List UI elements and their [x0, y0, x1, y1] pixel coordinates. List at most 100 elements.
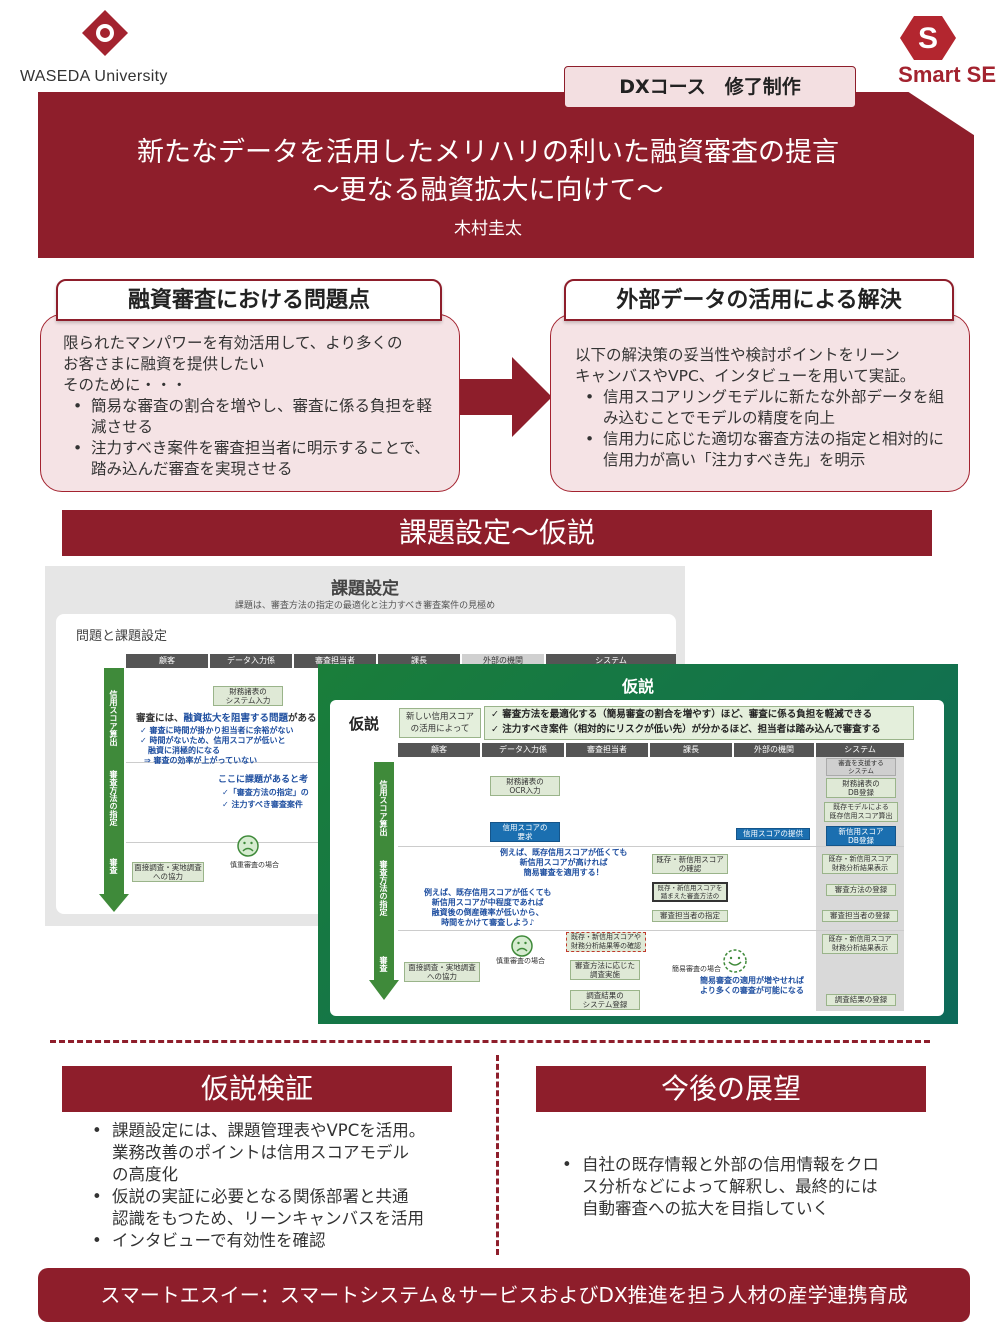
- slide1-lane-arrow: [104, 668, 124, 898]
- slide2-careful-label: 慎重審査の場合: [496, 957, 545, 965]
- solution-heading: 外部データの活用による解決: [564, 279, 954, 321]
- verification-line: インタビューで有効性を確認: [112, 1231, 326, 1250]
- slide2-points: ✓ 審査方法を最適化する（簡易審査の割合を増やす）ほど、審査に係る負担を軽減でき…: [484, 706, 914, 740]
- smartse-emblem-icon: S: [900, 16, 956, 60]
- slide2-col: 課長: [650, 743, 732, 757]
- dashed-divider-horizontal: [50, 1040, 930, 1043]
- verification-line: の高度化: [112, 1165, 178, 1184]
- slide1-subtitle: 課題は、審査方法の指定の最適化と注力すべき審査案件の見極め: [234, 601, 496, 611]
- slide2-box-new-db: 新信用スコア DB登録: [826, 826, 896, 846]
- slide2-box-score-provide: 信用スコアの提供: [736, 828, 810, 840]
- waseda-logo: WASEDA University: [20, 8, 180, 88]
- slide1-careful-label: 慎重審査の場合: [230, 861, 279, 869]
- slide2-box-score-request: 信用スコアの 要求: [490, 822, 560, 842]
- svg-text:S: S: [918, 22, 938, 55]
- slide2-label: 仮説: [349, 715, 380, 733]
- solution-intro-1: 以下の解決策の妥当性や検討ポイントをリーン: [575, 346, 900, 364]
- section-verification: 仮説検証: [62, 1066, 452, 1112]
- slide2-simple-label: 簡易審査の場合: [672, 965, 721, 973]
- solution-intro-2: キャンバスやVPC、インタビューを用いて実証。: [575, 367, 916, 385]
- slide2-grid-line: [398, 930, 904, 931]
- slide2-col: 審査担当者: [566, 743, 648, 757]
- problem-bullet-2: 注力すべき案件を審査担当者に明示することで、踏み込んだ審査を実現させる: [63, 438, 439, 480]
- slide1-task-item: ✓ 注力すべき審査案件: [222, 800, 303, 809]
- slide2-col: 外部の機関: [734, 743, 814, 757]
- slide1-lane-arrow-head-icon: [99, 894, 129, 912]
- verification-line: 業務改善のポイントは信用スコアモデル: [112, 1143, 409, 1162]
- slide2-col: システム: [816, 743, 904, 757]
- slide2-col: データ入力係: [482, 743, 564, 757]
- slide2-lane-arrow-head-icon: [369, 980, 399, 1000]
- section-outlook: 今後の展望: [536, 1066, 926, 1112]
- slide1-issue-item: ✓ 審査に時間が掛かり担当者に余裕がない: [140, 726, 294, 735]
- problem-box: 限られたマンパワーを有効活用して、より多くの お客さまに融資を提供したい そのた…: [40, 314, 460, 492]
- slide1-issue-line: 審査には、融資拡大を阻害する問題がある: [136, 714, 317, 724]
- slide2-note-3: 簡易審査の適用が増やせれば より多くの審査が可能になる: [700, 976, 804, 995]
- problem-list: 簡易な審査の割合を増やし、審査に係る負担を軽減させる 注力すべき案件を審査担当者…: [63, 396, 439, 480]
- title-banner: [38, 92, 974, 258]
- waseda-emblem-icon: [82, 10, 128, 56]
- smartse-name: Smart SE: [898, 62, 996, 87]
- slide1-grid-line: [126, 842, 326, 843]
- verification-item: 仮説の実証に必要となる関係部署と共通 認識をもつため、リーンキャンバスを活用: [90, 1186, 470, 1230]
- worried-face-icon: [237, 835, 259, 857]
- slide2-new-info: 新しい信用スコア の活用によって: [399, 708, 481, 738]
- problem-heading: 融資審査における問題点: [56, 279, 442, 321]
- solution-bullet-2: 信用力に応じた適切な審査方法の指定と相対的に信用力が高い「注力すべき先」を明示: [575, 429, 955, 471]
- slide2-box-result-reg: 調査結果の システム登録: [570, 990, 640, 1010]
- footer-banner: スマートエスイー：スマートシステム＆サービスおよびDX推進を担う人材の産学連携育…: [38, 1268, 970, 1322]
- smartse-logo: S Smart SE: [866, 14, 996, 87]
- problem-intro-1: 限られたマンパワーを有効活用して、より多くの: [63, 334, 403, 352]
- right-arrow-icon: [460, 357, 552, 437]
- course-tag: DXコース 修了制作: [564, 66, 856, 108]
- slide2-box-sys-support: 審査を支援する システム: [826, 758, 896, 776]
- slide2-box-decided: 既存・新信用スコアを 踏まえた審査方法の: [652, 882, 728, 902]
- slide2-box-method-exec: 審査方法に応じた 調査実施: [570, 960, 640, 980]
- slide1-issue-item: ✓ 時間がないため、信用スコアが低いと: [140, 736, 286, 745]
- happy-face-icon: [723, 949, 747, 973]
- slide1-panel-title: 問題と課題設定: [76, 629, 168, 644]
- dashed-divider-vertical: [496, 1055, 499, 1255]
- slide2-lane-arrow: [374, 762, 394, 982]
- outlook-line: 自社の既存情報と外部の信用情報をクロ: [582, 1155, 879, 1174]
- slide1-col: データ入力係: [210, 654, 292, 668]
- outlook-list: 自社の既存情報と外部の信用情報をクロ ス分析などによって解釈し、最終的には 自動…: [560, 1154, 940, 1220]
- problem-intro-2: お客さまに融資を提供したい: [63, 355, 265, 373]
- main-title: 新たなデータを活用したメリハリの利いた融資審査の提言: [137, 137, 839, 168]
- slide2-box-db1: 財務諸表の DB登録: [826, 778, 896, 798]
- problem-bullet-1: 簡易な審査の割合を増やし、審査に係る負担を軽減させる: [63, 396, 439, 438]
- slide1-lane-label: 信用スコア算出: [109, 690, 118, 746]
- verification-line: 仮説の実証に必要となる関係部署と共通: [112, 1187, 409, 1206]
- slide2-col: 顧客: [398, 743, 480, 757]
- slide1-title: 課題設定: [331, 579, 399, 599]
- slide1-issue-highlight: 融資拡大を阻害する問題: [183, 713, 289, 724]
- slide1-task-item: ✓「審査方法の指定」の: [222, 788, 309, 797]
- main-subtitle: ～更なる融資拡大に向けて～: [312, 175, 664, 206]
- slide2-lane-label: 審査方法の指定: [379, 860, 388, 916]
- slide1-box-financial: 財務諸表の システム入力: [213, 686, 283, 706]
- slide1-lane-label: 審査: [109, 858, 118, 874]
- verification-list: 課題設定には、課題管理表やVPCを活用。 業務改善のポイントは信用スコアモデル …: [90, 1120, 470, 1252]
- slide2-title: 仮説: [621, 677, 654, 696]
- verification-line: 課題設定には、課題管理表やVPCを活用。: [112, 1121, 426, 1140]
- slide2-lane-label: 信用スコア算出: [379, 780, 388, 836]
- slide1-col: 顧客: [126, 654, 208, 668]
- slide2-point-2: ✓ 注力すべき案件（相対的にリスクが低い先）が分かるほど、担当者は踏み込んで審査…: [491, 724, 881, 735]
- slide1-lane-label: 審査方法の指定: [109, 770, 118, 826]
- slide1-grid-line: [126, 762, 326, 763]
- solution-box: 以下の解決策の妥当性や検討ポイントをリーン キャンバスやVPC、インタビューを用…: [550, 314, 970, 492]
- solution-bullet-1: 信用スコアリングモデルに新たな外部データを組み込むことでモデルの精度を向上: [575, 387, 955, 429]
- slide2-column-headers: 顧客 データ入力係 審査担当者 課長 外部の機関 システム: [398, 743, 906, 757]
- waseda-name: WASEDA University: [20, 68, 168, 85]
- slide2-box-field: 面接調査・実地調査 への協力: [404, 962, 480, 982]
- slide2-point-1: ✓ 審査方法を最適化する（簡易審査の割合を増やす）ほど、審査に係る負担を軽減でき…: [491, 709, 873, 720]
- slide2-box-ocr: 財務諸表の OCR入力: [490, 776, 560, 796]
- slide2-note-1: 例えば、既存信用スコアが低くても 新信用スコアが高ければ 簡易審査を適用する！: [500, 848, 628, 877]
- author-name: 木村圭太: [454, 219, 522, 239]
- verification-item: 課題設定には、課題管理表やVPCを活用。 業務改善のポイントは信用スコアモデル …: [90, 1120, 470, 1186]
- slide1-issue-lead: 審査には、: [136, 713, 184, 724]
- solution-list: 信用スコアリングモデルに新たな外部データを組み込むことでモデルの精度を向上 信用…: [575, 387, 955, 471]
- slide2-box-assign-reg: 審査担当者の登録: [822, 910, 898, 922]
- slide2-box-confirm: 既存・新信用スコア の確認: [652, 854, 728, 874]
- slide2-note-2: 例えば、既存信用スコアが低くても 新信用スコアが中程度であれば 融資後の倒産確率…: [424, 888, 552, 927]
